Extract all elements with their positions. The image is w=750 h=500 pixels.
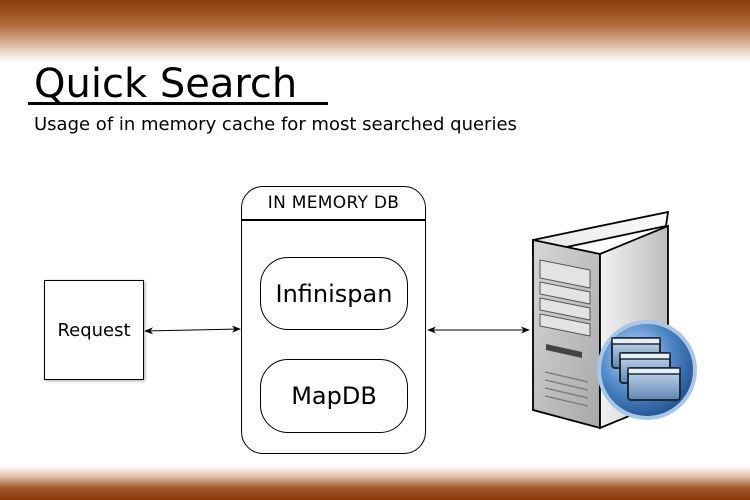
top-decorative-band (0, 0, 750, 62)
slide-title: Quick Search (34, 61, 298, 107)
bottom-decorative-band (0, 466, 750, 500)
slide-subtitle: Usage of in memory cache for most search… (34, 114, 517, 135)
request-label: Request (57, 319, 131, 341)
title-underline (28, 102, 328, 105)
request-db-connector (144, 325, 241, 335)
stacked-windows-icon (597, 320, 697, 420)
db-header: IN MEMORY DB (242, 187, 425, 221)
mapdb-node: MapDB (260, 359, 408, 433)
request-box: Request (44, 280, 144, 380)
in-memory-db-container: IN MEMORY DB Infinispan MapDB (241, 186, 426, 454)
infinispan-node: Infinispan (260, 257, 408, 330)
